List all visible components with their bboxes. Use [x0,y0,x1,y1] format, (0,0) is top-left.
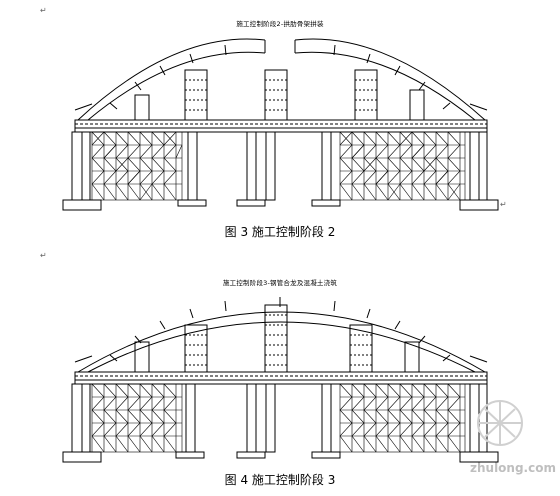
bridge-elevation-drawing [62,297,499,463]
paragraph-mark: ↵ [40,6,47,15]
figure-caption: 图 4 施工控制阶段 3 [224,473,336,487]
figure-caption: 图 3 施工控制阶段 2 [224,225,336,239]
paragraph-mark: ↵ [500,200,507,209]
figure-header-note: 施工控制阶段3-钢管合龙及混凝土浇筑 [222,279,338,287]
watermark-text: zhulong.com [470,461,556,475]
figure-header-note: 施工控制阶段2-拱肋骨架拼装 [236,20,324,28]
figure-stage-2: 施工控制阶段2-拱肋骨架拼装 [0,0,560,225]
bridge-elevation-drawing [62,38,499,211]
zhulong-logo-icon [477,400,523,446]
paragraph-mark: ↵ [40,251,47,260]
figure-stage-3: 施工控制阶段3-钢管合龙及混凝土浇筑 [0,250,560,470]
